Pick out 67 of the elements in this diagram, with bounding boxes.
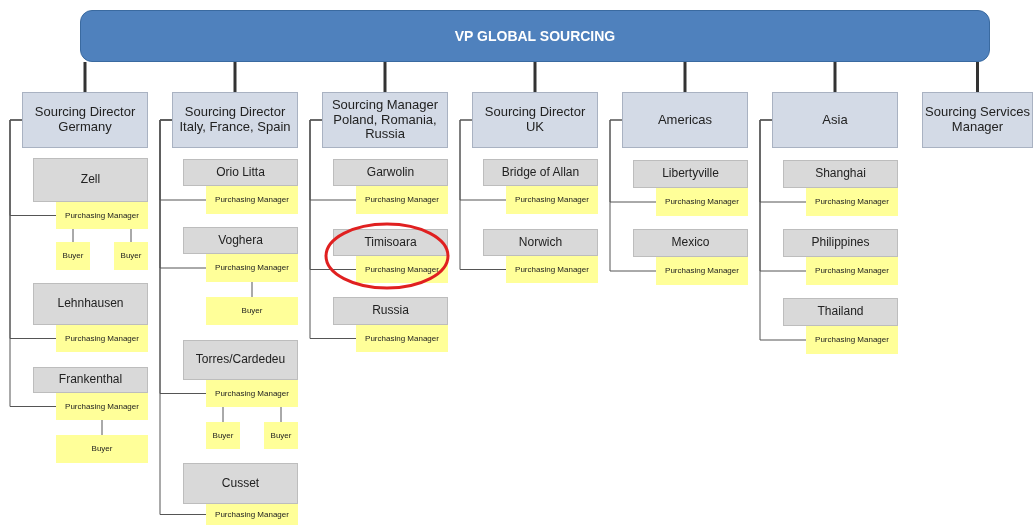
- position-box: Buyer: [56, 242, 90, 270]
- connector-line: [459, 119, 507, 270]
- position-box: Buyer: [206, 422, 240, 449]
- site-box: Orio Litta: [183, 159, 298, 186]
- position-box: Purchasing Manager: [56, 393, 148, 420]
- position-box: Purchasing Manager: [206, 380, 298, 407]
- site-box: Lehnhausen: [33, 283, 148, 325]
- site-box: Voghera: [183, 227, 298, 254]
- connector-line: [609, 119, 657, 272]
- department-box: Sourcing Director Germany: [22, 92, 148, 148]
- connector-line: [833, 62, 837, 92]
- position-box: Buyer: [264, 422, 298, 449]
- position-box: Purchasing Manager: [206, 504, 298, 525]
- site-box: Timisoara: [333, 229, 448, 256]
- department-box: Asia: [772, 92, 898, 148]
- connector-line: [130, 228, 132, 243]
- connector-line: [72, 228, 74, 243]
- connector-line: [251, 281, 253, 298]
- site-box: Zell: [33, 158, 148, 202]
- site-box: Garwolin: [333, 159, 448, 186]
- site-box: Torres/Cardedeu: [183, 340, 298, 380]
- connector-line: [683, 62, 687, 92]
- site-box: Mexico: [633, 229, 748, 257]
- connector-line: [533, 62, 537, 92]
- department-box: Sourcing Director Italy, France, Spain: [172, 92, 298, 148]
- department-box: Americas: [622, 92, 748, 148]
- site-box: Frankenthal: [33, 367, 148, 393]
- site-box: Bridge of Allan: [483, 159, 598, 186]
- site-box: Thailand: [783, 298, 898, 326]
- site-box: Libertyville: [633, 160, 748, 188]
- department-box: Sourcing Services Manager: [922, 92, 1033, 148]
- site-box: Cusset: [183, 463, 298, 504]
- position-box: Purchasing Manager: [356, 256, 448, 283]
- position-box: Purchasing Manager: [656, 257, 748, 285]
- site-box: Philippines: [783, 229, 898, 257]
- position-box: Purchasing Manager: [356, 325, 448, 352]
- connector-line: [159, 119, 207, 515]
- connector-line: [222, 406, 224, 423]
- connector-line: [976, 62, 979, 92]
- position-box: Purchasing Manager: [806, 188, 898, 216]
- site-box: Shanghai: [783, 160, 898, 188]
- position-box: Purchasing Manager: [806, 257, 898, 285]
- connector-line: [233, 62, 237, 92]
- department-box: Sourcing Manager Poland, Romania, Russia: [322, 92, 448, 148]
- connector-line: [309, 119, 357, 339]
- site-box: Russia: [333, 297, 448, 325]
- connector-line: [83, 62, 87, 92]
- connector-line: [759, 119, 807, 341]
- position-box: Purchasing Manager: [206, 254, 298, 282]
- position-box: Purchasing Manager: [506, 186, 598, 214]
- position-box: Purchasing Manager: [56, 325, 148, 352]
- position-box: Buyer: [206, 297, 298, 325]
- position-box: Purchasing Manager: [206, 186, 298, 214]
- position-box: Purchasing Manager: [56, 202, 148, 229]
- position-box: Purchasing Manager: [806, 326, 898, 354]
- position-box: Purchasing Manager: [506, 256, 598, 283]
- position-box: Purchasing Manager: [656, 188, 748, 216]
- connector-line: [9, 119, 57, 407]
- position-box: Buyer: [56, 435, 148, 463]
- connector-line: [101, 419, 103, 436]
- site-box: Norwich: [483, 229, 598, 256]
- position-box: Buyer: [114, 242, 148, 270]
- position-box: Purchasing Manager: [356, 186, 448, 214]
- connector-line: [383, 62, 387, 92]
- connector-line: [280, 406, 282, 423]
- department-box: Sourcing Director UK: [472, 92, 598, 148]
- title-box: VP GLOBAL SOURCING: [80, 10, 990, 62]
